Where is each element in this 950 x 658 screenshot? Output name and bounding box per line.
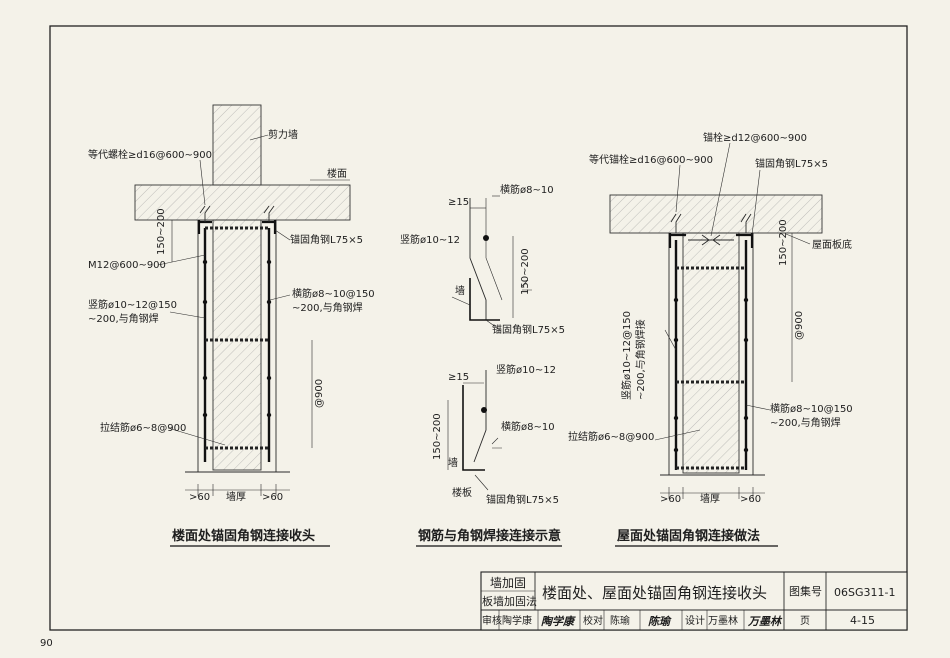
shear-wall-upper	[212, 104, 262, 186]
label-dim-right-roof: >60	[740, 494, 761, 505]
tb-category-2: 板墙加固法	[482, 594, 537, 608]
tb-review-label: 审核	[482, 614, 502, 627]
label-spacing: @900	[314, 379, 325, 408]
label-h-bar: 横筋ø8~10	[500, 183, 554, 196]
label-dim-right: >60	[262, 492, 283, 503]
vertical-bar-sketch-lower	[473, 370, 487, 463]
label-v-bar-lower: 竖筋ø10~12	[496, 363, 556, 376]
label-angle-roof: 锚固角钢L75×5	[755, 157, 828, 170]
tb-reviewer: 陶学康	[502, 614, 532, 627]
detail-roof-anchor: 锚栓≥d12@600~900 等代锚栓≥d16@600~900 锚固角钢L75×…	[568, 131, 853, 547]
label-anchor: 锚栓≥d12@600~900	[703, 131, 807, 144]
tb-design-label: 设计	[685, 614, 705, 627]
tb-designer: 万墨林	[708, 614, 738, 627]
vertical-bar-sketch-upper	[469, 198, 487, 320]
label-tie-bar-roof: 拉结筋ø6~8@900	[568, 430, 654, 443]
tb-atlas-label: 图集号	[789, 584, 822, 598]
tb-reviewer-signature: 陶学康	[541, 615, 576, 628]
sheet-border	[49, 25, 908, 631]
label-shear-wall: 剪力墙	[268, 128, 298, 141]
label-horizontal-bar: 横筋ø8~10@150	[292, 287, 375, 300]
label-dim-150-200: 150~200	[156, 208, 167, 255]
caption-detail-3: 屋面处锚固角钢连接做法	[617, 528, 760, 544]
label-slab-lower: 楼板	[452, 486, 472, 499]
label-dim-left-roof: >60	[660, 494, 681, 505]
label-vertical-bar-roof: 竖筋ø10~12@150	[620, 311, 633, 400]
tb-page-label: 页	[800, 615, 810, 627]
label-vertical-bar-roof-2: ~200,与角钢焊接	[634, 319, 647, 400]
label-ge15: ≥15	[448, 197, 469, 208]
label-wall-upper: 墙	[455, 284, 465, 297]
page-number: 90	[40, 638, 53, 649]
existing-wall-roof	[682, 232, 740, 474]
label-floor: 楼面	[327, 167, 347, 180]
caption-detail-2: 钢筋与角钢焊接连接示意	[418, 528, 561, 544]
label-dim-left: >60	[189, 492, 210, 503]
label-vertical-bar: 竖筋ø10~12@150	[88, 298, 177, 311]
label-h-bar-lower: 横筋ø8~10	[501, 420, 555, 433]
label-horizontal-bar-roof: 横筋ø8~10@150	[770, 402, 853, 415]
label-tie-bar: 拉结筋ø6~8@900	[100, 421, 186, 434]
tb-checker: 陈瑜	[610, 614, 630, 627]
label-dim-mid-roof: 墙厚	[700, 492, 720, 505]
tb-check-label: 校对	[583, 614, 603, 627]
existing-wall	[212, 219, 262, 471]
label-dim-150-200-upper: 150~200	[520, 248, 531, 295]
label-roof-bottom: 屋面板底	[812, 238, 852, 251]
label-ge15-lower: ≥15	[448, 372, 469, 383]
tb-category-1: 墙加固	[490, 576, 526, 590]
label-angle: 锚固角钢L75×5	[290, 233, 363, 246]
label-horizontal-bar-roof-2: ~200,与角钢焊	[770, 416, 841, 429]
tb-atlas-no: 06SG311-1	[834, 586, 895, 599]
label-angle-upper: 锚固角钢L75×5	[492, 323, 565, 336]
label-dim-lower: 150~200	[432, 413, 443, 460]
label-bolt: 等代螺栓≥d16@600~900	[88, 148, 212, 161]
label-equiv-anchor: 等代锚栓≥d16@600~900	[589, 153, 713, 166]
label-angle-lower: 锚固角钢L75×5	[486, 493, 559, 506]
label-m12: M12@600~900	[88, 260, 166, 271]
label-vertical-bar-2: ~200,与角钢焊	[88, 312, 159, 325]
label-spacing-roof: @900	[794, 311, 805, 340]
label-dim-mid: 墙厚	[226, 490, 246, 503]
label-wall-lower: 墙	[448, 456, 458, 469]
label-v-bar: 竖筋ø10~12	[400, 233, 460, 246]
label-horizontal-bar-2: ~200,与角钢焊	[292, 301, 363, 314]
tb-designer-signature: 万墨林	[747, 615, 783, 628]
detail-floor-anchor: 剪力墙 楼面 等代螺栓≥d16@600~900 150~200 锚固角钢L75×…	[88, 104, 375, 547]
tb-title: 楼面处、屋面处锚固角钢连接收头	[542, 584, 767, 602]
label-dim-150-200-roof: 150~200	[778, 219, 789, 266]
tb-page-no: 4-15	[850, 614, 875, 627]
roof-slab	[609, 194, 823, 234]
title-block: 墙加固 板墙加固法 楼面处、屋面处锚固角钢连接收头 图集号 06SG311-1 …	[480, 571, 908, 631]
tb-checker-signature: 陈瑜	[648, 615, 672, 628]
detail-weld-sketch: 横筋ø8~10 ≥15 竖筋ø10~12 150~200 墙 锚固角钢L75×5…	[400, 183, 565, 547]
floor-slab	[134, 184, 351, 221]
caption-detail-1: 楼面处锚固角钢连接收头	[172, 528, 315, 544]
